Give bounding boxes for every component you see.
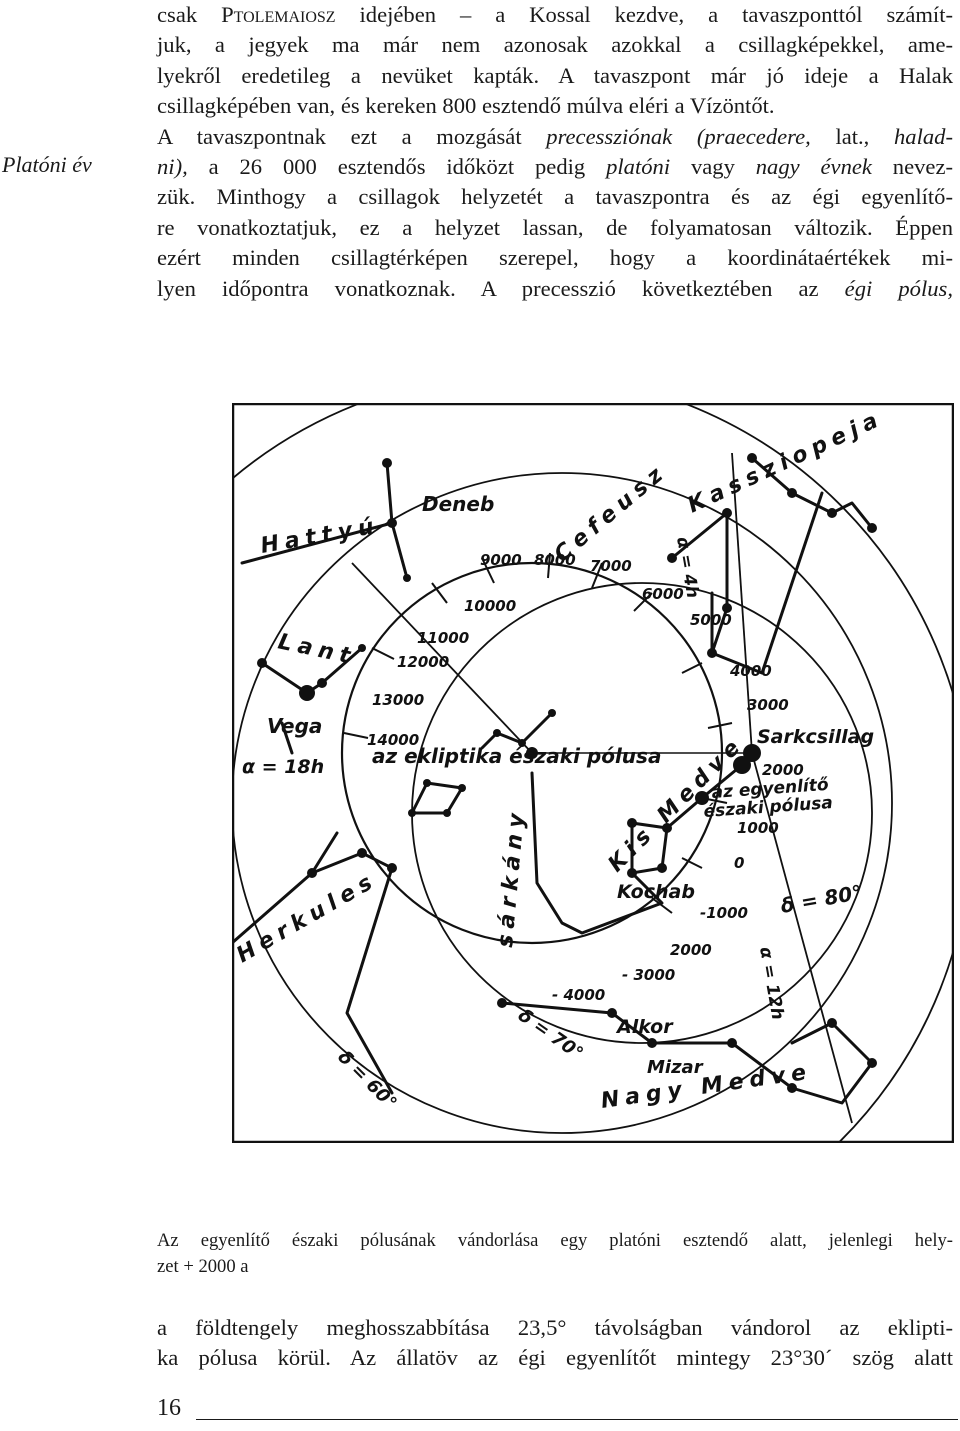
label-year: 1000 (737, 819, 779, 837)
label-alpha-18h: α = 18h (242, 756, 324, 778)
text-line: A tavaszpontnak ezt a mozgását precesszi… (157, 123, 953, 149)
herkules-lines (232, 851, 394, 1095)
label-year: 2000 (670, 941, 712, 959)
label-year: 4000 (729, 662, 772, 680)
text-line: ni), a 26 000 esztendős időközt pedig pl… (157, 154, 953, 180)
text-line: juk, a jegyek ma már nem azonosak azokka… (157, 32, 953, 58)
label-vega: Vega (267, 714, 322, 738)
text-line: zük. Minthogy a csillagok helyzetét a ta… (157, 184, 953, 210)
star-map-figure: Hattyú Lant Cefeusz Kassziopeja sárkány … (232, 403, 954, 1143)
page-number: 16 (157, 1395, 181, 1421)
label-year: 5000 (690, 611, 732, 629)
label-year: 10000 (464, 597, 516, 615)
label-year: - 4000 (552, 986, 605, 1004)
text-line: lyen időpontra vonatkoznak. A precesszió… (157, 275, 953, 301)
paragraph-1: csak Ptolemaiosz idejében – a Kossal kez… (157, 0, 953, 304)
label-year: - 3000 (622, 966, 675, 984)
equator-pole-dot (733, 756, 751, 774)
ra-line-12h (751, 752, 853, 1124)
ra-line-4h (731, 452, 753, 754)
label-kochab: Kochab (617, 881, 695, 903)
star-map: Hattyú Lant Cefeusz Kassziopeja sárkány … (232, 403, 954, 1143)
cefeusz-lines (670, 491, 824, 675)
text-line: csak Ptolemaiosz idejében – a Kossal kez… (157, 2, 953, 27)
text-line: ezért minden csillagtérképen szerepel, h… (157, 245, 953, 271)
caption-line: zet + 2000 a (157, 1256, 249, 1277)
ra-line-18h (351, 562, 533, 754)
figure-caption: Az egyenlítő északi pólusának vándorlása… (157, 1228, 953, 1280)
label-year: 2000 (762, 761, 804, 779)
label-year: 8000 (534, 551, 576, 569)
sarkany-head (480, 711, 554, 750)
label-sarkcsillag: Sarkcsillag (757, 726, 874, 748)
label-year: 7000 (590, 557, 632, 575)
margin-note: Platóni év (2, 152, 92, 177)
label-year: 9000 (480, 551, 522, 569)
label-alkor: Alkor (615, 1016, 674, 1038)
label-year: -1000 (700, 904, 748, 922)
ecliptic-pole-dot (526, 747, 538, 759)
label-year: 14000 (367, 731, 419, 749)
sarkcsillag-star (743, 744, 761, 762)
text-line: ka pólusa körül. Az állatöv az égi egyen… (157, 1345, 953, 1371)
lant-lines (260, 646, 364, 695)
label-year: 0 (734, 854, 744, 872)
caption-line: Az egyenlítő északi pólusának vándorlása… (157, 1230, 953, 1251)
declination-circle-70 (232, 472, 893, 1134)
text-line: re vonatkoztatjuk, ez a helyzet lassan, … (157, 214, 953, 240)
label-year: 12000 (397, 653, 449, 671)
label-ecliptic-pole: az ekliptika északi pólusa (372, 744, 661, 768)
footer-rule (196, 1419, 958, 1420)
label-year: 3000 (747, 696, 789, 714)
star-dots (257, 453, 877, 1093)
sarkany-body (530, 771, 664, 935)
label-year: 13000 (372, 691, 424, 709)
paragraph-2: a földtengely meghosszabbítása 23,5° táv… (157, 1313, 953, 1374)
label-deneb: Deneb (422, 492, 494, 516)
label-year: 11000 (417, 629, 469, 647)
label-year: 6000 (642, 585, 684, 603)
text-line: a földtengely meghosszabbítása 23,5° táv… (157, 1315, 953, 1340)
label-mizar: Mizar (647, 1057, 704, 1078)
text-line: csillagképében van, és kereken 800 eszte… (157, 93, 775, 119)
text-line: lyekről eredetileg a nevüket kapták. A t… (157, 62, 953, 88)
